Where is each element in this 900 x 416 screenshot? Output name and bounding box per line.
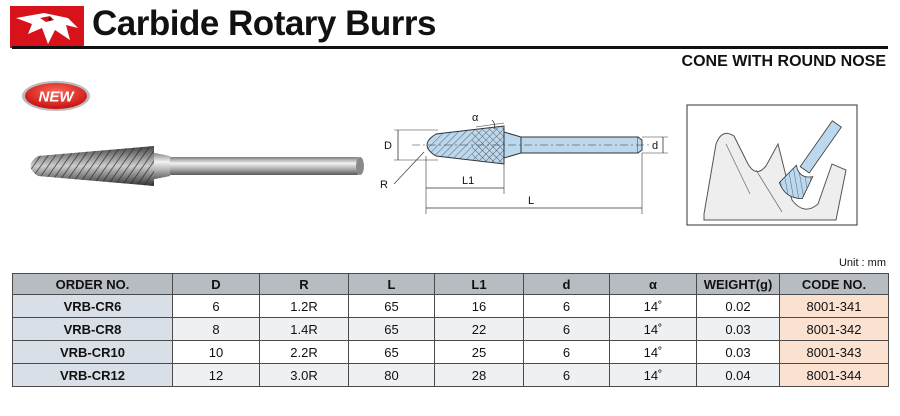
dim-label-L: L — [528, 195, 534, 207]
cell-D: 8 — [172, 317, 260, 341]
cell-R: 3.0R — [259, 363, 349, 387]
dim-label-R: R — [380, 179, 388, 191]
cell-L1: 22 — [434, 317, 524, 341]
cell-D: 10 — [172, 340, 260, 364]
col-header-L1: L1 — [434, 273, 524, 295]
title-divider — [12, 46, 888, 49]
cell-alpha: 14˚ — [609, 294, 697, 318]
cell-L: 65 — [348, 294, 435, 318]
cell-L1: 28 — [434, 363, 524, 387]
cell-d: 6 — [523, 317, 610, 341]
cell-order-no: VRB-CR10 — [12, 340, 173, 364]
cell-code-no: 8001-343 — [779, 340, 889, 364]
table-header-row: ORDER NO. D R L L1 d α WEIGHT(g) CODE NO… — [12, 273, 889, 295]
cell-L1: 25 — [434, 340, 524, 364]
cell-R: 1.2R — [259, 294, 349, 318]
cell-code-no: 8001-342 — [779, 317, 889, 341]
col-header-D: D — [172, 273, 260, 295]
dim-label-d: d — [652, 140, 658, 152]
dim-label-alpha: α — [472, 112, 479, 124]
col-header-weight: WEIGHT(g) — [696, 273, 780, 295]
cell-alpha: 14˚ — [609, 340, 697, 364]
cell-L1: 16 — [434, 294, 524, 318]
cell-weight: 0.02 — [696, 294, 780, 318]
table-row: VRB-CR6 6 1.2R 65 16 6 14˚ 0.02 8001-341 — [12, 294, 889, 318]
cell-L: 65 — [348, 340, 435, 364]
cell-d: 6 — [523, 363, 610, 387]
cell-weight: 0.03 — [696, 340, 780, 364]
cell-alpha: 14˚ — [609, 363, 697, 387]
cell-D: 6 — [172, 294, 260, 318]
cell-R: 2.2R — [259, 340, 349, 364]
unit-label: Unit : mm — [838, 257, 886, 269]
cell-order-no: VRB-CR12 — [12, 363, 173, 387]
cell-code-no: 8001-341 — [779, 294, 889, 318]
cell-R: 1.4R — [259, 317, 349, 341]
cell-weight: 0.03 — [696, 317, 780, 341]
cell-weight: 0.04 — [696, 363, 780, 387]
cell-code-no: 8001-344 — [779, 363, 889, 387]
col-header-code-no: CODE NO. — [779, 273, 889, 295]
col-header-alpha: α — [609, 273, 697, 295]
usage-illustration — [686, 104, 858, 226]
dim-label-D: D — [384, 140, 392, 152]
new-badge-label: NEW — [39, 89, 76, 106]
col-header-R: R — [259, 273, 349, 295]
cell-alpha: 14˚ — [609, 317, 697, 341]
spec-table: ORDER NO. D R L L1 d α WEIGHT(g) CODE NO… — [12, 273, 889, 387]
dim-label-L1: L1 — [462, 175, 474, 187]
burr-product-image — [30, 146, 364, 186]
cell-D: 12 — [172, 363, 260, 387]
cell-d: 6 — [523, 340, 610, 364]
cell-L: 80 — [348, 363, 435, 387]
table-row: VRB-CR8 8 1.4R 65 22 6 14˚ 0.03 8001-342 — [12, 317, 889, 341]
cell-L: 65 — [348, 317, 435, 341]
brand-logo-icon — [10, 6, 84, 48]
table-row: VRB-CR10 10 2.2R 65 25 6 14˚ 0.03 8001-3… — [12, 340, 889, 364]
cell-order-no: VRB-CR6 — [12, 294, 173, 318]
page-title: Carbide Rotary Burrs — [92, 4, 436, 43]
col-header-order-no: ORDER NO. — [12, 273, 173, 295]
col-header-L: L — [348, 273, 435, 295]
product-subtitle: CONE WITH ROUND NOSE — [681, 53, 886, 70]
table-row: VRB-CR12 12 3.0R 80 28 6 14˚ 0.04 8001-3… — [12, 363, 889, 387]
cell-d: 6 — [523, 294, 610, 318]
col-header-d: d — [523, 273, 610, 295]
new-badge: NEW — [22, 81, 90, 111]
dimension-diagram: D d α R L1 L — [380, 112, 668, 214]
cell-order-no: VRB-CR8 — [12, 317, 173, 341]
